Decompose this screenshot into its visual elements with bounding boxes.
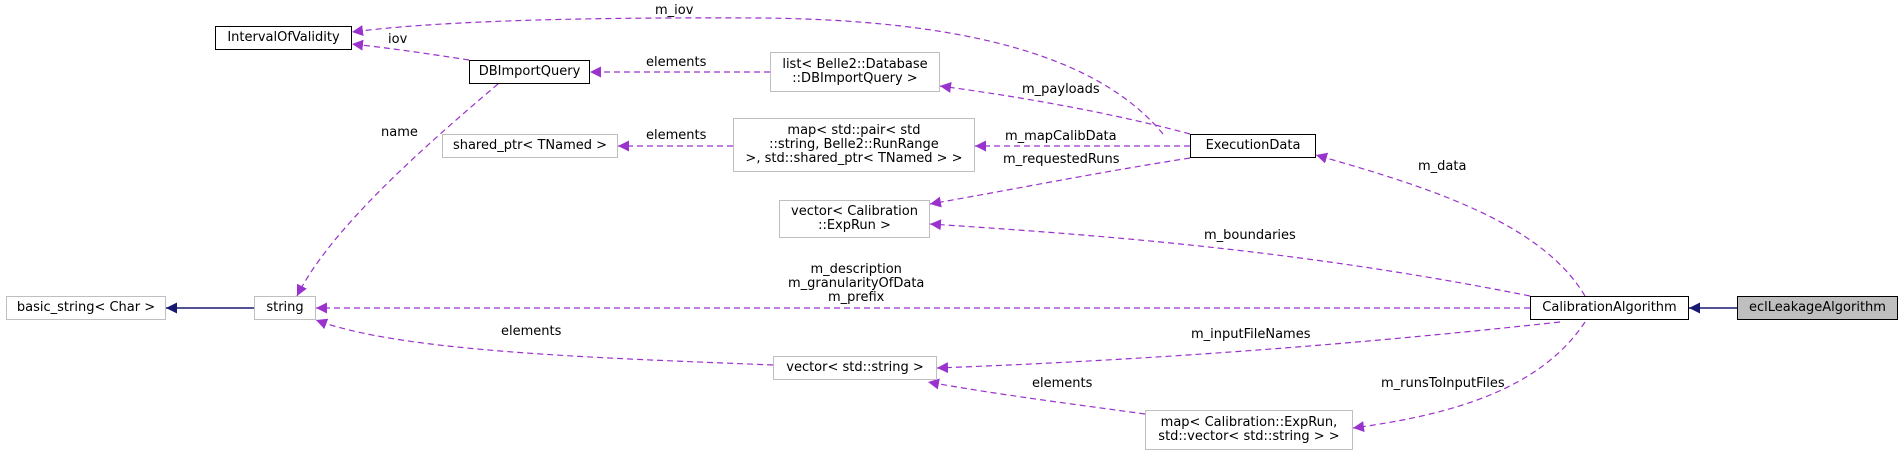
node-label-line: map< std::pair< std	[787, 123, 921, 138]
edge-calibration-vectorstring-m-inputfilenames	[936, 321, 1561, 374]
node-label: IntervalOfValidity	[227, 30, 340, 45]
node-label-line: ::string, Belle2::RunRange	[769, 137, 939, 152]
node-map-calibration-exprun-vector[interactable]: map< Calibration::ExpRun, std::vector< s…	[1145, 410, 1353, 450]
node-vector-calibration-exprun[interactable]: vector< Calibration ::ExpRun >	[779, 200, 930, 238]
edge-execution-list-m-payloads	[939, 82, 1191, 135]
node-label: basic_string< Char >	[16, 300, 156, 315]
edge-label-m-iov: m_iov	[655, 3, 694, 18]
node-basic-string-char[interactable]: basic_string< Char >	[6, 296, 166, 320]
edge-label-m-requestedruns: m_requestedRuns	[1003, 152, 1120, 167]
node-dbimportquery[interactable]: DBImportQuery	[469, 60, 590, 84]
edge-label-elements-shared: elements	[646, 128, 707, 143]
node-label: vector< std::string >	[786, 360, 924, 375]
edge-label-line: m_description	[810, 262, 902, 277]
node-label: shared_ptr< TNamed >	[452, 138, 608, 153]
node-string[interactable]: string	[254, 296, 316, 320]
node-label: ExecutionData	[1205, 138, 1301, 153]
node-execution-data[interactable]: ExecutionData	[1190, 134, 1316, 158]
node-calibration-algorithm[interactable]: CalibrationAlgorithm	[1530, 296, 1689, 320]
edge-label-line: m_granularityOfData	[788, 276, 925, 291]
edge-string-dbimport-name	[296, 83, 499, 297]
node-vector-std-string[interactable]: vector< std::string >	[773, 356, 937, 380]
edge-dbimport-interval-iov	[351, 39, 470, 61]
node-label: DBImportQuery	[478, 64, 581, 79]
edge-label-elements-vector: elements	[1032, 376, 1093, 391]
node-label-line: ::DBImportQuery >	[792, 71, 918, 86]
node-label-line: std::vector< std::string > >	[1158, 429, 1340, 444]
node-list-dbimportquery[interactable]: list< Belle2::Database ::DBImportQuery >	[770, 52, 940, 92]
edge-calibration-execution-m-data	[1315, 152, 1586, 297]
node-label-line: >, std::shared_ptr< TNamed > >	[745, 151, 963, 166]
edge-label-string-members: m_description m_granularityOfData m_pref…	[788, 263, 924, 305]
node-label: string	[266, 300, 304, 315]
edge-calibration-mapruns-m-runstoinputfiles	[1352, 321, 1586, 432]
edge-label-m-inputfilenames: m_inputFileNames	[1191, 327, 1311, 342]
edge-label-m-mapcalibdata: m_mapCalibData	[1005, 129, 1117, 144]
edge-label-iov: iov	[388, 32, 408, 47]
node-map-pair-runrange[interactable]: map< std::pair< std ::string, Belle2::Ru…	[733, 118, 975, 172]
edge-label-elements-string: elements	[501, 324, 562, 339]
edge-label-m-boundaries: m_boundaries	[1204, 228, 1296, 243]
edge-label-m-data: m_data	[1418, 159, 1467, 174]
node-label-line: list< Belle2::Database	[782, 57, 928, 72]
node-ecl-leakage-algorithm[interactable]: eclLeakageAlgorithm	[1737, 296, 1898, 320]
node-label-line: ::ExpRun >	[818, 218, 891, 233]
edge-label-line: m_prefix	[828, 290, 885, 305]
node-label: eclLeakageAlgorithm	[1749, 300, 1886, 315]
edge-label-m-payloads: m_payloads	[1022, 82, 1100, 97]
edge-label-name: name	[381, 125, 418, 140]
node-label: CalibrationAlgorithm	[1542, 300, 1677, 315]
edge-calibration-vector-m-boundaries	[929, 219, 1531, 297]
edge-maprunstovector-vectorstring-elements	[927, 378, 1146, 415]
edge-execution-vector-m-requestedruns	[929, 157, 1191, 208]
edge-label-elements-list: elements	[646, 55, 707, 70]
edge-execution-interval-m-iov	[351, 17, 1164, 135]
edge-label-m-runstoinputfiles: m_runsToInputFiles	[1381, 376, 1505, 391]
edge-vectorstring-string-elements	[315, 318, 774, 366]
node-label-line: vector< Calibration	[791, 204, 918, 219]
node-interval-of-validity[interactable]: IntervalOfValidity	[215, 26, 352, 50]
node-shared-ptr-tnamed[interactable]: shared_ptr< TNamed >	[442, 134, 618, 158]
node-label-line: map< Calibration::ExpRun,	[1160, 415, 1338, 430]
